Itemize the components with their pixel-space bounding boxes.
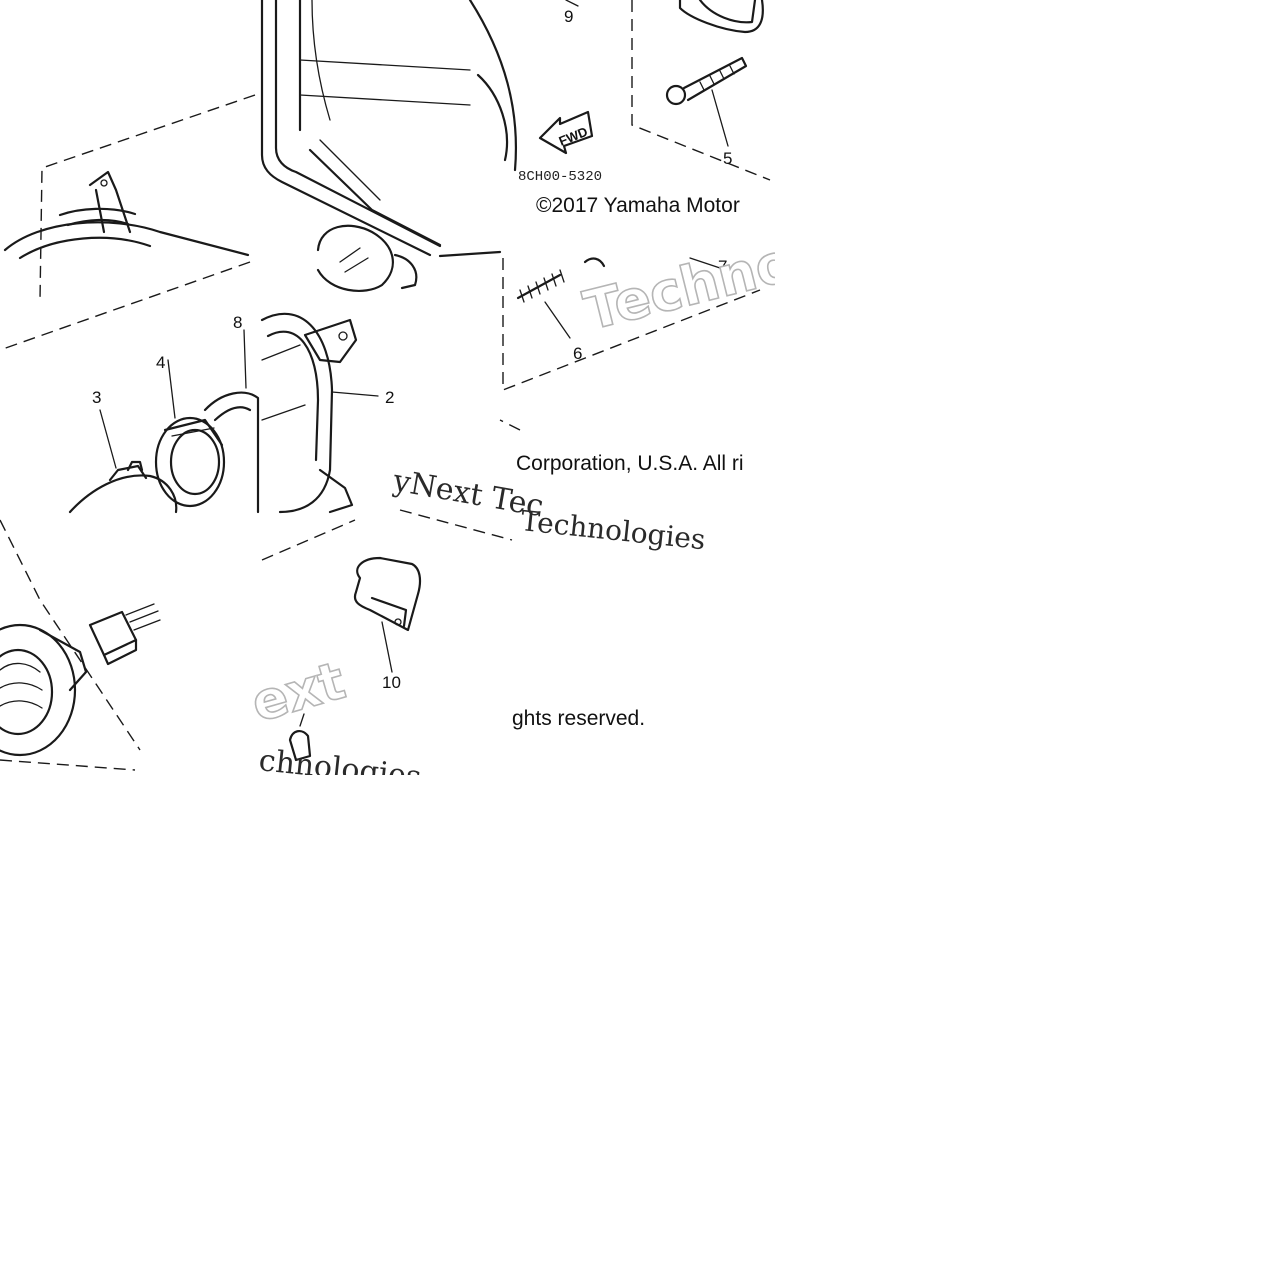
callout-numbers: 2 3 4 5 6 7 8 9 10 <box>92 7 732 692</box>
tile-clamp-detail <box>261 509 513 762</box>
callout-6: 6 <box>573 344 582 363</box>
callout-4: 4 <box>156 353 165 372</box>
tile-spring-detail <box>499 257 761 431</box>
clamp-part-10 <box>353 556 422 673</box>
tile-bolt-detail: FWD <box>538 0 771 181</box>
part-code: 8CH00-5320 <box>518 169 602 185</box>
callout-2: 2 <box>385 388 394 407</box>
blank-area-right <box>775 0 1285 1285</box>
fwd-arrow-icon: FWD <box>538 110 594 155</box>
watermark-technologies-serif: Technologies <box>519 504 707 556</box>
callout-10: 10 <box>382 673 401 692</box>
copyright-line-1: ©2017 Yamaha Motor <box>536 194 740 217</box>
bolt-part-5 <box>665 56 748 147</box>
tile-connector-detail <box>0 519 161 771</box>
copyright-line-3: ghts reserved. <box>512 707 645 730</box>
callout-5: 5 <box>723 149 732 168</box>
callout-8: 8 <box>233 313 242 332</box>
callout-9: 9 <box>564 7 573 26</box>
callout-7: 7 <box>718 257 727 276</box>
tile-socket-assembly <box>0 261 379 514</box>
tile-headlight-housing <box>3 0 518 301</box>
fwd-label: FWD <box>557 124 590 149</box>
copyright-line-2: Corporation, U.S.A. All ri <box>516 452 744 475</box>
watermark-ext: ext <box>245 651 352 734</box>
connector-plug <box>88 603 161 666</box>
copyright-notice: ©2017 Yamaha Motor Corporation, U.S.A. A… <box>512 194 744 730</box>
spring-part-6 <box>516 269 571 339</box>
watermark-techno: Techno <box>578 230 799 342</box>
callout-3: 3 <box>92 388 101 407</box>
